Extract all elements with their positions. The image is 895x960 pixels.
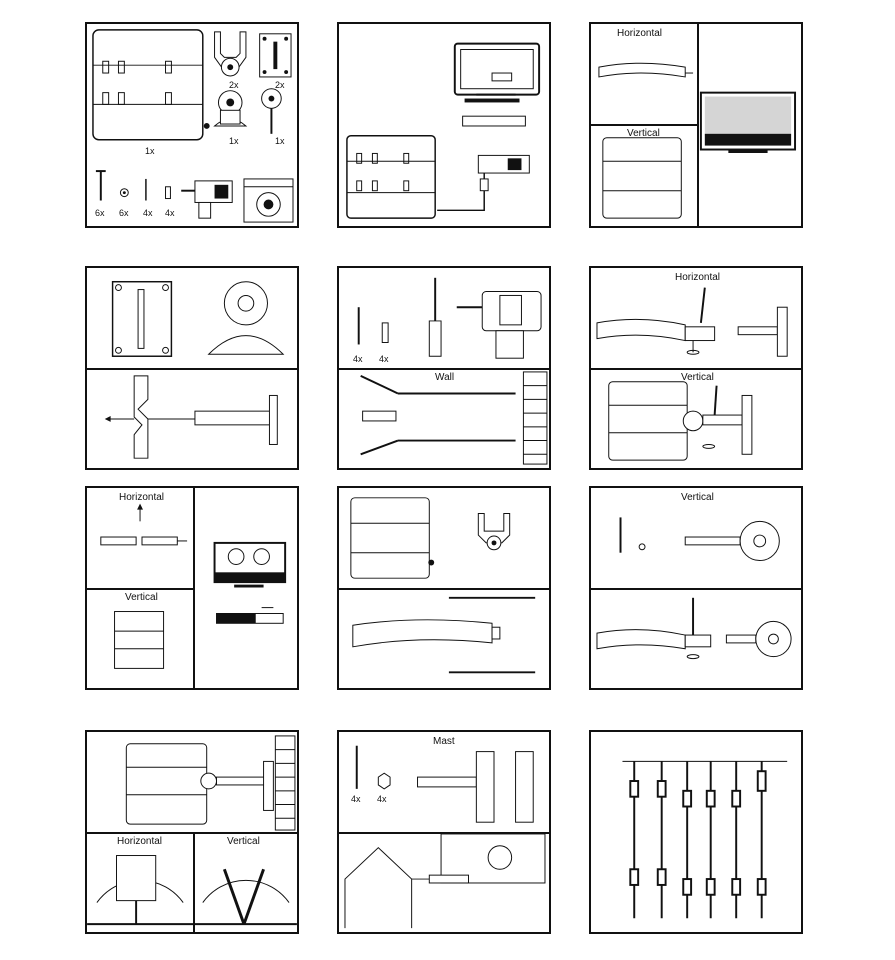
tools-wall-illustration bbox=[357, 277, 548, 465]
tools-screw-qty: 4x bbox=[353, 354, 363, 364]
wall-mount-vertical-title: Vertical bbox=[227, 836, 260, 847]
screen-horizontal-title: Horizontal bbox=[119, 492, 165, 503]
vertical-title: Vertical bbox=[627, 128, 660, 139]
panel-parts-list: 1x 2x 2x 1x 1x 6x 6x 4x 4x bbox=[85, 22, 299, 228]
wall-title: Wall bbox=[435, 372, 455, 383]
panel-wall-mount: Horizontal Vertical bbox=[85, 730, 299, 934]
wall-mount-horizontal-title: Horizontal bbox=[117, 836, 163, 847]
panel-tools-wall: Wall 4x 4x bbox=[337, 266, 551, 470]
panel-orientation-screen: Horizontal Vertical bbox=[85, 486, 299, 690]
parts-list-illustration bbox=[92, 29, 294, 223]
mount-vertical-title: Vertical bbox=[681, 372, 714, 383]
orientation-tv-illustration bbox=[598, 62, 797, 219]
vertical-hub-illustration bbox=[596, 517, 792, 660]
panel-connection bbox=[337, 22, 551, 228]
mast-illustration bbox=[344, 745, 546, 929]
pivot-qty-label: 1x bbox=[275, 136, 285, 146]
bolt-qty-label: 4x bbox=[143, 208, 153, 218]
screen-vertical-title: Vertical bbox=[125, 592, 158, 603]
bracket-hub-illustration bbox=[104, 280, 285, 459]
panel-orientation-tv: Horizontal Vertical bbox=[589, 22, 803, 228]
mast-screw-qty: 4x bbox=[351, 794, 361, 804]
anchor-qty-label: 4x bbox=[165, 208, 175, 218]
plate-arm-illustration bbox=[350, 497, 536, 674]
bracket-qty-label: 2x bbox=[275, 80, 285, 90]
washer-qty-label: 6x bbox=[119, 208, 129, 218]
cables-illustration bbox=[622, 760, 788, 919]
wall-mount-illustration bbox=[87, 735, 297, 926]
mast-nut-qty: 4x bbox=[377, 794, 387, 804]
mast-title: Mast bbox=[433, 736, 455, 747]
orientation-screen-illustration bbox=[100, 503, 287, 669]
tools-anchor-qty: 4x bbox=[379, 354, 389, 364]
panel-cables bbox=[589, 730, 803, 934]
panel-bracket-hub bbox=[85, 266, 299, 470]
hub-vertical-title: Vertical bbox=[681, 492, 714, 503]
plate-qty-label: 1x bbox=[145, 146, 155, 156]
hub-qty-label: 1x bbox=[229, 136, 239, 146]
ring-qty-label: 2x bbox=[229, 80, 239, 90]
connection-illustration bbox=[346, 42, 541, 219]
horizontal-title: Horizontal bbox=[617, 28, 663, 39]
mount-horizontal-title: Horizontal bbox=[675, 272, 721, 283]
screw-qty-label: 6x bbox=[95, 208, 105, 218]
panel-mount-orientation: Horizontal Vertical bbox=[589, 266, 803, 470]
panel-mast: Mast 4x 4x bbox=[337, 730, 551, 934]
panel-plate-arm bbox=[337, 486, 551, 690]
panel-vertical-hub: Vertical bbox=[589, 486, 803, 690]
mount-orientation-illustration bbox=[596, 287, 788, 461]
